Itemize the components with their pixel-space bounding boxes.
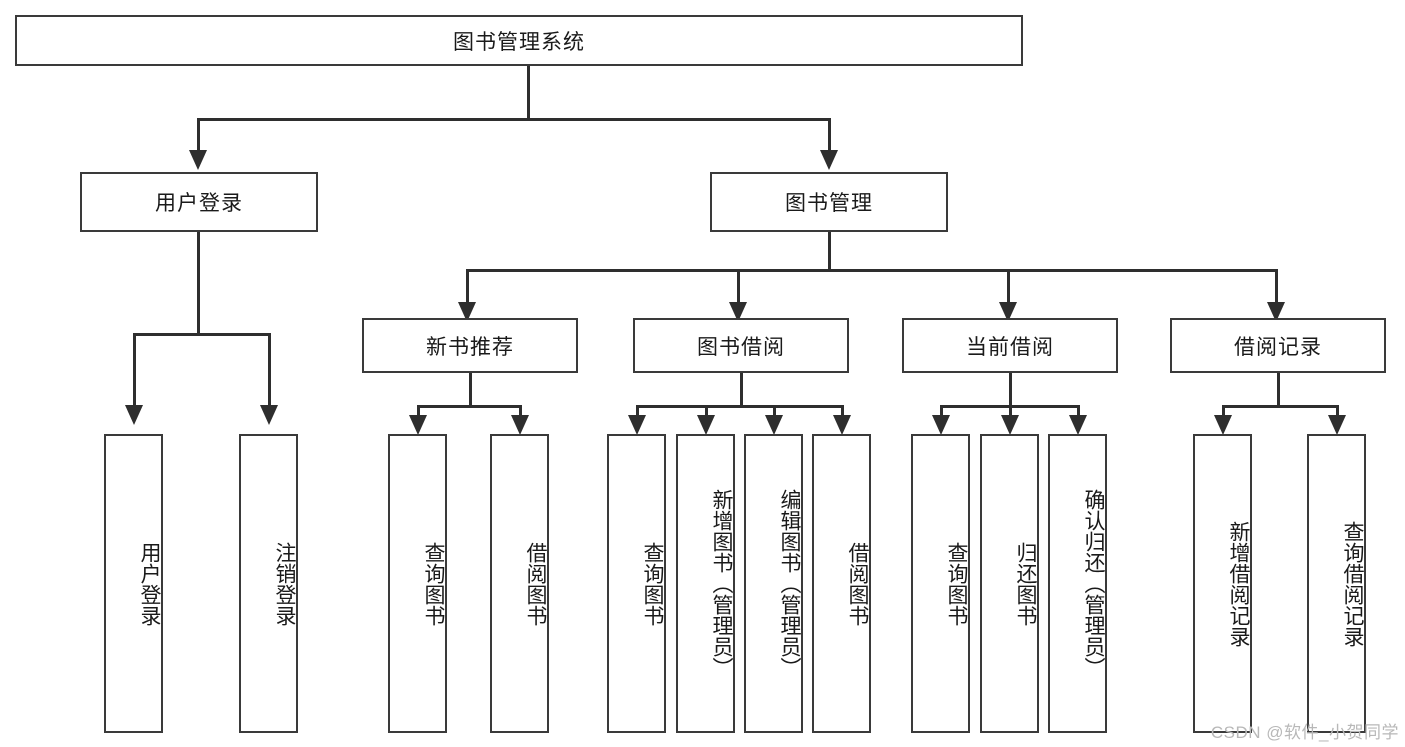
node-label: 注销登录 xyxy=(273,541,296,626)
node-new-book-recommend[interactable]: 新书推荐 xyxy=(362,318,578,373)
node-label: 图书管理系统 xyxy=(453,30,585,54)
connector-drop-leaf-query-book-3 xyxy=(940,405,943,421)
node-label: 确认归还（管理员） xyxy=(1082,489,1105,678)
connector-book-management-trunk xyxy=(828,232,831,271)
node-label: 查询图书 xyxy=(945,541,968,626)
connector-drop-leaf-user-login xyxy=(133,333,136,406)
arrow-current-borrow xyxy=(999,302,1017,322)
node-book-management[interactable]: 图书管理 xyxy=(710,172,948,232)
connector-user-login-bus xyxy=(133,333,271,336)
connector-borrow-record-bus xyxy=(1222,405,1339,408)
connector-drop-leaf-query-book-2 xyxy=(636,405,639,421)
node-label: 用户登录 xyxy=(138,541,161,626)
connector-book-borrow-bus xyxy=(636,405,844,408)
node-leaf-return-book[interactable]: 归还图书 xyxy=(980,434,1039,733)
node-label: 查询借阅记录 xyxy=(1341,520,1364,647)
arrow-leaf-query-book-3 xyxy=(932,415,950,435)
arrow-leaf-query-book-1 xyxy=(409,415,427,435)
connector-drop-leaf-confirm-return xyxy=(1077,405,1080,421)
arrow-leaf-query-book-2 xyxy=(628,415,646,435)
node-label: 新书推荐 xyxy=(426,335,514,359)
connector-new-book-recommend-trunk xyxy=(469,373,472,407)
node-leaf-confirm-return[interactable]: 确认归还（管理员） xyxy=(1048,434,1107,733)
connector-drop-leaf-query-borrow-record xyxy=(1336,405,1339,421)
node-leaf-add-book[interactable]: 新增图书（管理员） xyxy=(676,434,735,733)
arrow-leaf-logout-login xyxy=(260,405,278,425)
node-book-borrow[interactable]: 图书借阅 xyxy=(633,318,849,373)
node-user-login[interactable]: 用户登录 xyxy=(80,172,318,232)
node-leaf-borrow-book-1[interactable]: 借阅图书 xyxy=(490,434,549,733)
watermark: CSDN @软件_小贺同学 xyxy=(1210,723,1399,742)
connector-drop-leaf-logout-login xyxy=(268,333,271,406)
arrow-leaf-borrow-book-2 xyxy=(833,415,851,435)
connector-current-borrow-trunk xyxy=(1009,373,1012,407)
node-label: 查询图书 xyxy=(641,541,664,626)
connector-main-bus xyxy=(197,118,831,121)
node-current-borrow[interactable]: 当前借阅 xyxy=(902,318,1118,373)
node-leaf-add-borrow-record[interactable]: 新增借阅记录 xyxy=(1193,434,1252,733)
node-leaf-query-book-1[interactable]: 查询图书 xyxy=(388,434,447,733)
arrow-leaf-add-book xyxy=(697,415,715,435)
connector-drop-leaf-add-book xyxy=(705,405,708,421)
arrow-leaf-confirm-return xyxy=(1069,415,1087,435)
connector-drop-book-borrow xyxy=(737,269,740,303)
connector-drop-leaf-add-borrow-record xyxy=(1222,405,1225,421)
connector-root-trunk xyxy=(527,66,530,119)
connector-borrow-record-trunk xyxy=(1277,373,1280,407)
node-label: 借阅记录 xyxy=(1234,335,1322,359)
connector-user-login-trunk xyxy=(197,232,200,334)
node-label: 新增图书（管理员） xyxy=(710,489,733,678)
connector-drop-leaf-return-book xyxy=(1009,405,1012,421)
node-label: 归还图书 xyxy=(1014,541,1037,626)
connector-drop-leaf-edit-book xyxy=(773,405,776,421)
node-leaf-query-borrow-record[interactable]: 查询借阅记录 xyxy=(1307,434,1366,733)
arrow-book-borrow xyxy=(729,302,747,322)
arrow-user-login xyxy=(189,150,207,170)
connector-drop-current-borrow xyxy=(1007,269,1010,303)
node-label: 图书管理 xyxy=(785,192,873,215)
connector-drop-borrow-record xyxy=(1275,269,1278,303)
node-leaf-logout-login[interactable]: 注销登录 xyxy=(239,434,298,733)
node-label: 图书借阅 xyxy=(697,335,785,359)
node-label: 用户登录 xyxy=(155,192,243,215)
node-label: 查询图书 xyxy=(422,541,445,626)
node-label: 编辑图书（管理员） xyxy=(778,489,801,678)
node-leaf-edit-book[interactable]: 编辑图书（管理员） xyxy=(744,434,803,733)
node-leaf-query-book-3[interactable]: 查询图书 xyxy=(911,434,970,733)
node-label: 新增借阅记录 xyxy=(1227,520,1250,647)
node-leaf-user-login[interactable]: 用户登录 xyxy=(104,434,163,733)
connector-level3-bus xyxy=(466,269,1278,272)
arrow-leaf-edit-book xyxy=(765,415,783,435)
node-label: 借阅图书 xyxy=(524,541,547,626)
connector-drop-leaf-borrow-book-2 xyxy=(841,405,844,421)
connector-drop-leaf-borrow-book-1 xyxy=(519,405,522,421)
connector-new-book-recommend-bus xyxy=(417,405,522,408)
connector-drop-new-book-recommend xyxy=(466,269,469,303)
arrow-leaf-add-borrow-record xyxy=(1214,415,1232,435)
arrow-leaf-return-book xyxy=(1001,415,1019,435)
connector-drop-book-management xyxy=(828,118,831,151)
arrow-leaf-user-login xyxy=(125,405,143,425)
arrow-leaf-borrow-book-1 xyxy=(511,415,529,435)
arrow-borrow-record xyxy=(1267,302,1285,322)
arrow-book-management xyxy=(820,150,838,170)
node-leaf-query-book-2[interactable]: 查询图书 xyxy=(607,434,666,733)
connector-book-borrow-trunk xyxy=(740,373,743,407)
arrow-leaf-query-borrow-record xyxy=(1328,415,1346,435)
node-leaf-borrow-book-2[interactable]: 借阅图书 xyxy=(812,434,871,733)
connector-drop-user-login xyxy=(197,118,200,151)
connector-drop-leaf-query-book-1 xyxy=(417,405,420,421)
node-root-book-management-system[interactable]: 图书管理系统 xyxy=(15,15,1023,66)
node-label: 当前借阅 xyxy=(966,335,1054,359)
node-label: 借阅图书 xyxy=(846,541,869,626)
arrow-new-book-recommend xyxy=(458,302,476,322)
node-borrow-record[interactable]: 借阅记录 xyxy=(1170,318,1386,373)
